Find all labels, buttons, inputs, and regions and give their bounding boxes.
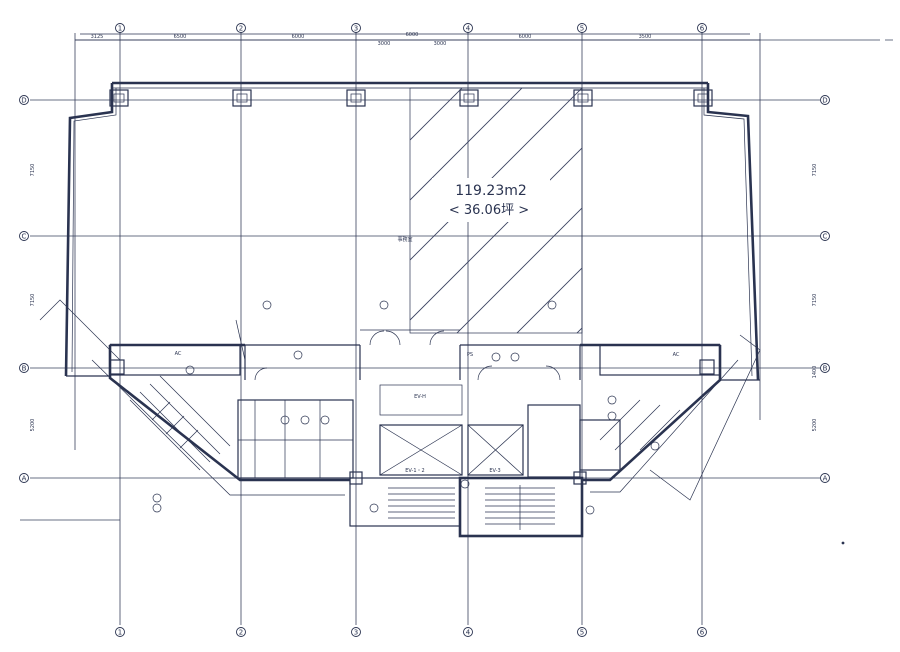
grid-label-5-top: 5 (580, 25, 584, 33)
grid-label-6-bottom: 6 (700, 629, 705, 637)
grid-bubbles-bottom: 1 2 3 4 5 6 (115, 627, 707, 637)
dim-right-0: 7150 (812, 164, 818, 177)
grid-bubbles-top: 1 2 3 4 5 6 (115, 23, 707, 33)
grid-label-2-bottom: 2 (239, 629, 243, 637)
grid-label-D-right: D (822, 97, 827, 105)
hatched-lease-area: 119.23m2 < 36.06坪 > (409, 87, 583, 334)
side-dimension-strings: 7150 7150 5200 7150 7150 5200 1400 (30, 164, 818, 432)
grid-label-B-right: B (823, 365, 828, 373)
elevator-3-label: EV-3 (489, 468, 500, 474)
grid-bubbles-right: D C B A (820, 95, 830, 483)
grid-label-3-top: 3 (354, 25, 358, 33)
grid-label-A-right: A (823, 475, 828, 483)
dim-top-6: 3000 (378, 41, 391, 47)
grid-label-1-top: 1 (118, 25, 122, 33)
dim-top-1: 6500 (174, 34, 187, 40)
area-tsubo-label: < 36.06坪 > (449, 203, 529, 218)
grid-label-C-left: C (22, 233, 27, 241)
column-grid (20, 28, 880, 625)
grid-label-4-top: 4 (466, 25, 471, 33)
ac-room-left-label: AC (175, 351, 182, 357)
area-sqm-label: 119.23m2 (455, 183, 527, 199)
grid-label-6-top: 6 (700, 25, 705, 33)
dim-right-1: 7150 (812, 294, 818, 307)
ps-label: PS (467, 352, 473, 358)
grid-label-A-left: A (22, 475, 27, 483)
grid-bubbles-left: D C B A (19, 95, 29, 483)
dim-right-2: 5200 (812, 419, 818, 432)
grid-label-B-left: B (22, 365, 27, 373)
grid-label-5-bottom: 5 (580, 629, 584, 637)
ac-room-right-label: AC (673, 352, 680, 358)
dim-top-5: 3500 (639, 34, 652, 40)
elevator-hall-label: EV-H (414, 394, 426, 400)
dim-top-3: 6000 (406, 32, 419, 38)
dim-top-7: 3000 (434, 41, 447, 47)
dim-top-4: 6000 (519, 34, 532, 40)
core-interior (39, 299, 761, 530)
grid-label-4-bottom: 4 (466, 629, 471, 637)
grid-label-D-left: D (21, 97, 26, 105)
dim-top-2: 6000 (292, 34, 305, 40)
grid-label-1-bottom: 1 (118, 629, 122, 637)
grid-label-2-top: 2 (239, 25, 243, 33)
dim-top-0: 3125 (91, 34, 104, 40)
edge-marks (841, 39, 893, 545)
top-dimension-strings: 3125 6500 6000 6000 6000 3500 3000 3000 (75, 32, 760, 47)
dim-right-3: 1400 (812, 366, 818, 379)
room-labels: AC AC PS EV-H EV-1・2 EV-3 事務室 (175, 236, 680, 474)
dim-left-1: 7150 (30, 294, 36, 307)
office-center-label: 事務室 (397, 236, 412, 243)
dim-left-2: 5200 (30, 419, 36, 432)
equipment-symbols (152, 300, 660, 515)
grid-label-C-right: C (823, 233, 828, 241)
elevator-1-2-label: EV-1・2 (405, 468, 424, 474)
grid-label-3-bottom: 3 (354, 629, 358, 637)
dim-left-0: 7150 (30, 164, 36, 177)
